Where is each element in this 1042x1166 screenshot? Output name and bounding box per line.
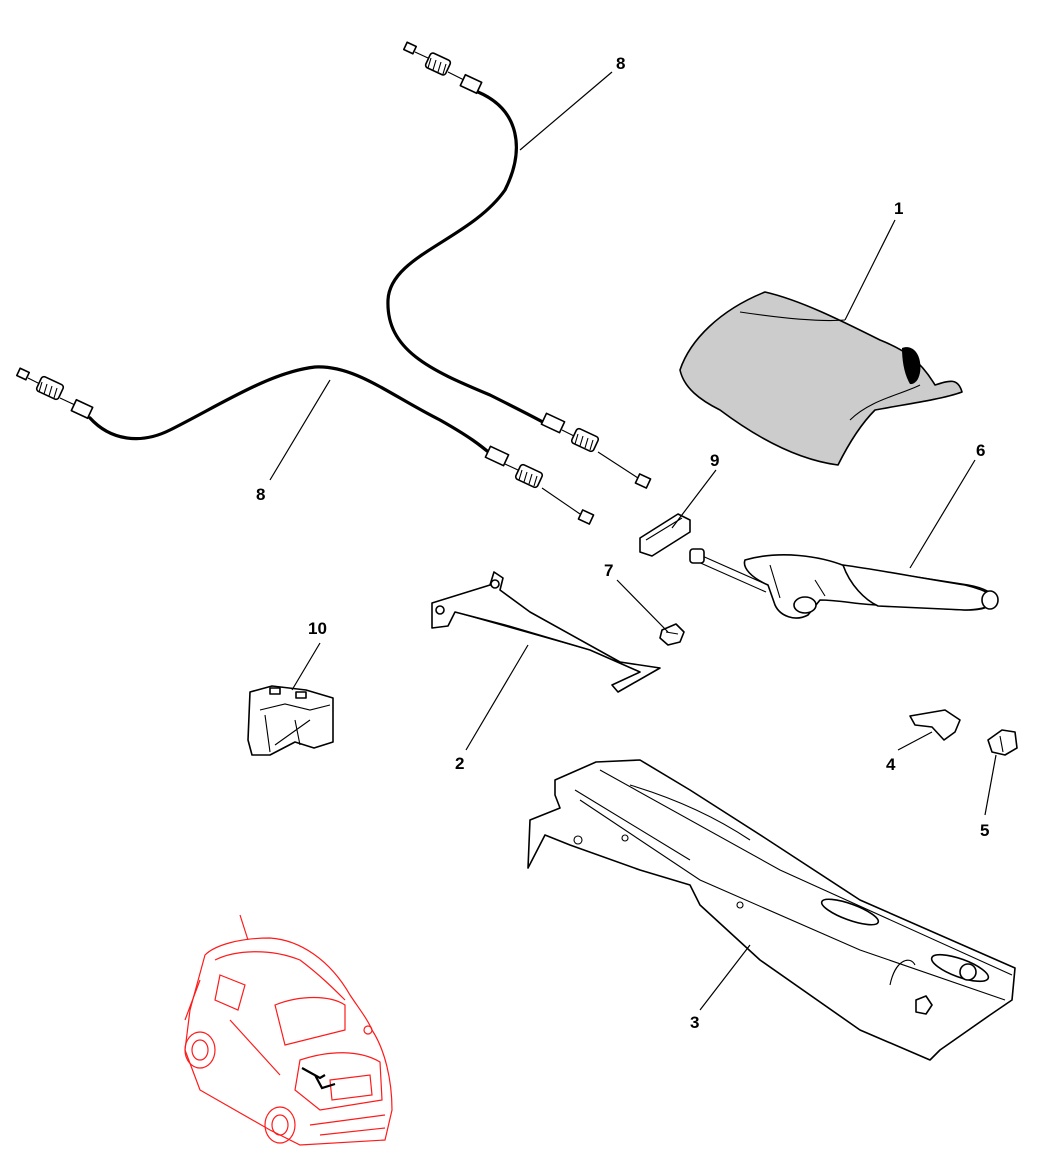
brake-cable-upper bbox=[386, 41, 652, 489]
handbrake-boot bbox=[679, 291, 963, 466]
callout-8-lower: 8 bbox=[256, 485, 265, 504]
callout-1: 1 bbox=[894, 199, 903, 218]
leader-lines bbox=[269, 71, 997, 1011]
callout-8-upper: 8 bbox=[616, 54, 625, 73]
callout-labels: 8 1 6 9 7 8 10 2 4 5 3 bbox=[256, 54, 989, 1032]
rear-bracket bbox=[247, 685, 334, 756]
callout-3: 3 bbox=[690, 1013, 699, 1032]
callout-4: 4 bbox=[886, 755, 896, 774]
plug bbox=[987, 729, 1018, 756]
support-bracket bbox=[431, 571, 661, 693]
cover-piece bbox=[909, 709, 961, 741]
callout-9: 9 bbox=[710, 451, 719, 470]
callout-10: 10 bbox=[308, 619, 327, 638]
callout-2: 2 bbox=[455, 754, 464, 773]
handbrake-lever bbox=[689, 548, 999, 619]
callout-7: 7 bbox=[604, 561, 613, 580]
cable-clip bbox=[639, 513, 691, 557]
brake-cable-lower bbox=[15, 365, 595, 525]
callout-6: 6 bbox=[976, 441, 985, 460]
upper-cable-end-spring bbox=[424, 52, 452, 76]
callout-5: 5 bbox=[980, 821, 989, 840]
vehicle-locator bbox=[184, 914, 393, 1146]
base-frame bbox=[527, 759, 1016, 1061]
